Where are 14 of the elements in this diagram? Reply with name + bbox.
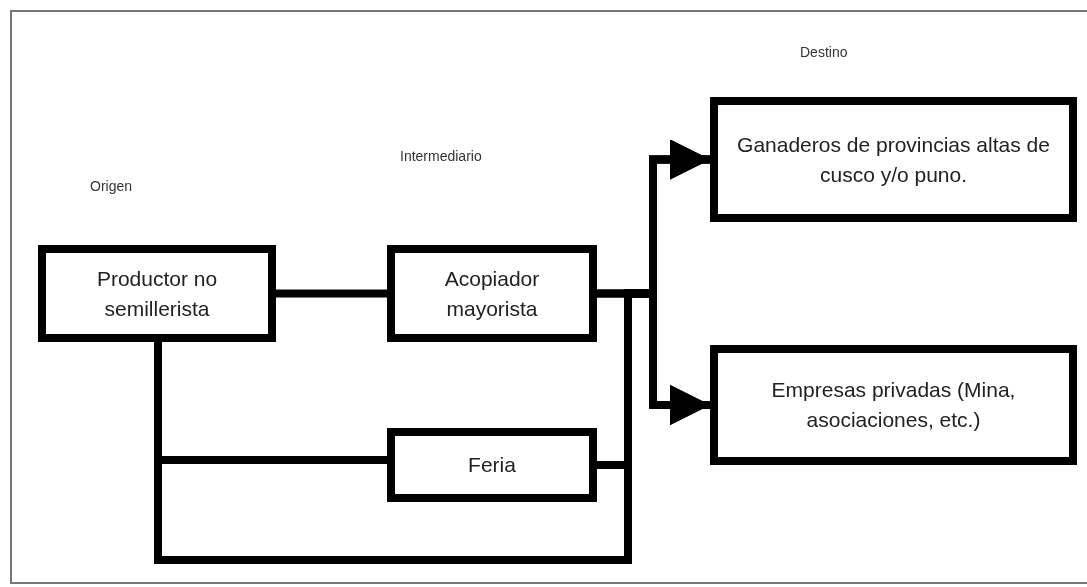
column-heading: Origen	[90, 177, 133, 196]
column-heading: Intermediario	[400, 147, 482, 166]
process-box	[710, 97, 1077, 222]
connector-line	[276, 289, 387, 298]
box-text: Empresas privadas (Mina, asociaciones, etc.)	[770, 377, 1017, 433]
column-heading: Destino	[800, 43, 848, 62]
box-text: Feria	[468, 452, 516, 478]
box-text: Ganaderos de provincias altas de cusco y/o puno.	[736, 131, 1051, 188]
process-box	[710, 345, 1077, 465]
process-box	[387, 245, 597, 342]
process-box	[38, 245, 276, 342]
process-box	[387, 428, 597, 502]
box-text: Acopiador mayorista	[443, 265, 541, 322]
box-text: Productor no semillerista	[95, 265, 219, 322]
